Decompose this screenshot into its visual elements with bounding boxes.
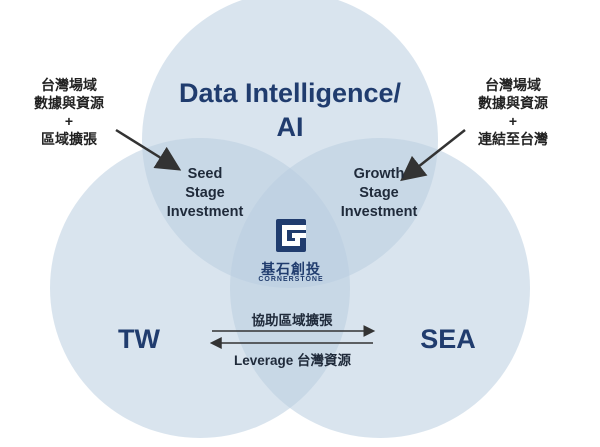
top-title-line-2: AI <box>276 112 304 142</box>
right-note-line-1: 台灣場域 <box>485 77 541 93</box>
seed-line-2: Stage <box>185 185 225 201</box>
right-note-line-4: 連結至台灣 <box>478 131 548 147</box>
right-note: 台灣場域 數據與資源 + 連結至台灣 <box>458 76 568 148</box>
right-note-line-3: + <box>508 113 518 129</box>
cornerstone-logo-mark <box>276 219 306 252</box>
left-note-line-2: 數據與資源 <box>34 95 104 111</box>
top-title-line-1: Data Intelligence/ <box>178 78 402 108</box>
left-note-line-1: 台灣場域 <box>41 77 97 93</box>
arrow-to-tw-label: Leverage 台灣資源 <box>233 353 352 368</box>
right-note-line-2: 數據與資源 <box>478 95 548 111</box>
left-note-line-4: 區域擴張 <box>41 131 97 147</box>
arrow-to-sea-label: 協助區域擴張 <box>251 313 333 328</box>
right-callout-arrow <box>400 129 466 182</box>
top-circle-title: Data Intelligence/ AI <box>160 76 420 144</box>
tw-region-label: TW <box>118 324 160 354</box>
seed-line-3: Investment <box>166 204 244 220</box>
logo-name-en: CORNERSTONE <box>258 276 324 283</box>
growth-line-2: Stage <box>359 185 399 201</box>
growth-stage-label: Growth Stage Investment <box>324 165 434 222</box>
growth-line-3: Investment <box>340 204 418 220</box>
logo-name-cn: 基石創投 <box>261 261 321 277</box>
left-note: 台灣場域 數據與資源 + 區域擴張 <box>14 76 124 148</box>
seed-stage-label: Seed Stage Investment <box>150 165 260 222</box>
left-callout-arrow <box>115 128 182 171</box>
left-note-line-3: + <box>64 113 74 129</box>
seed-line-1: Seed <box>187 166 223 182</box>
right-circle <box>230 138 530 438</box>
growth-line-1: Growth <box>353 166 405 182</box>
sea-region-label: SEA <box>420 324 476 354</box>
